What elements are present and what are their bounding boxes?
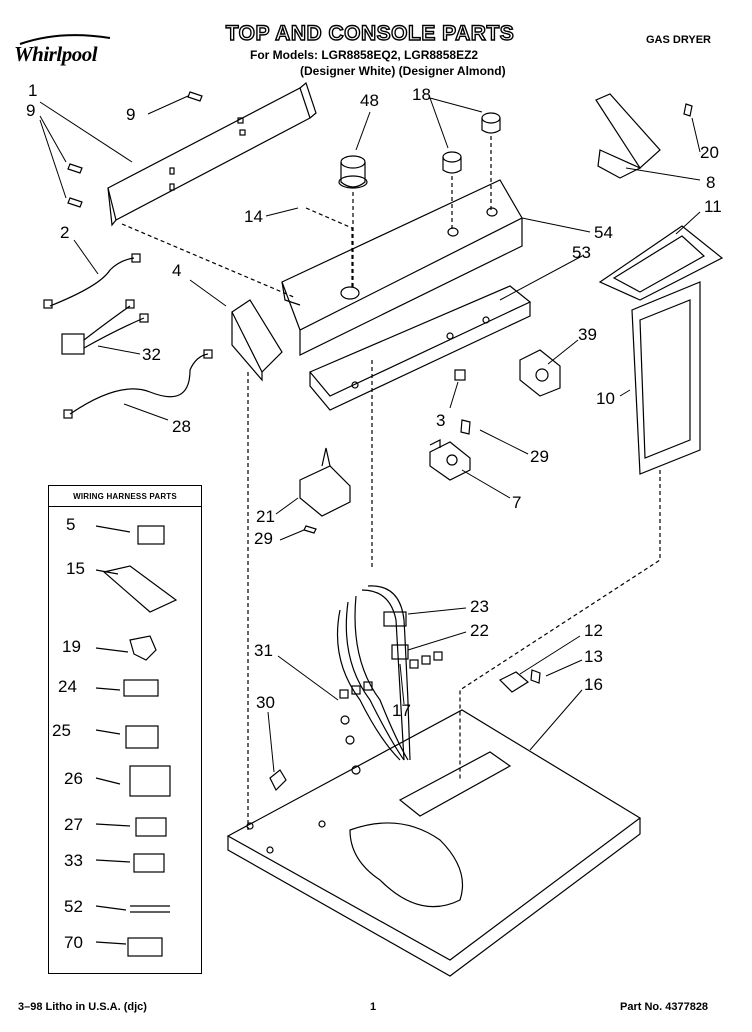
callout-11: 11: [704, 197, 722, 216]
callout-9b: 9: [126, 105, 136, 124]
legend-item-24-part: [123, 679, 159, 697]
end-cap-part: [231, 299, 283, 382]
connector-3-part: [454, 369, 466, 381]
dashed-leaders: [121, 136, 661, 830]
callout-leaders: [39, 95, 701, 773]
screw-part: [67, 91, 203, 208]
legend-label-24: 24: [58, 677, 77, 696]
knob-18-part: [442, 112, 501, 174]
callout-17: 17: [392, 701, 411, 720]
switch-7-part: [429, 439, 471, 481]
lint-duct-part: [598, 225, 724, 475]
callout-54: 54: [594, 223, 613, 242]
knob-48-part: [338, 155, 368, 189]
callout-39: 39: [578, 325, 597, 344]
callout-28: 28: [172, 417, 191, 436]
callout-20: 20: [700, 143, 719, 162]
models-line-2: (Designer White) (Designer Almond): [300, 64, 506, 78]
wire-2-part: [43, 253, 141, 309]
switch-21-part: [299, 447, 351, 517]
callout-1: 1: [28, 81, 38, 100]
callout-29a: 29: [530, 447, 549, 466]
logo-swoosh: [19, 34, 111, 45]
legend-harness-parts: [95, 525, 178, 957]
callout-8: 8: [706, 173, 716, 192]
legend-title: WIRING HARNESS PARTS: [73, 492, 177, 501]
footer-page-number: 1: [370, 1001, 377, 1013]
clip-30-part: [269, 769, 287, 792]
callout-2: 2: [60, 223, 70, 242]
legend-item-27-part: [135, 817, 167, 837]
diagram-title: TOP AND CONSOLE PARTS: [225, 21, 515, 45]
legend-label-15: 15: [66, 559, 85, 578]
screw-29-part: [303, 419, 471, 534]
right-bracket-part: [595, 93, 693, 179]
legend-label-26: 26: [64, 769, 83, 788]
rear-bracket-part: [107, 81, 317, 227]
switch-39-part: [519, 349, 561, 397]
legend-item-33-part: [133, 853, 165, 873]
legend-label-52: 52: [64, 897, 83, 916]
callout-29b: 29: [254, 529, 273, 548]
legend-item-19-part: [129, 635, 157, 661]
mounting-channel-part: [309, 285, 532, 411]
bracket-12-part: [498, 669, 541, 693]
legend-item-25-part: [125, 725, 159, 749]
footer-part-number: Part No. 4377828: [620, 1001, 709, 1013]
legend-item-26-part: [129, 765, 171, 797]
callout-32: 32: [142, 345, 161, 364]
callout-12: 12: [584, 621, 603, 640]
callout-14: 14: [244, 207, 263, 226]
callout-22: 22: [470, 621, 489, 640]
callout-7: 7: [512, 493, 522, 512]
callout-18: 18: [412, 85, 431, 104]
callout-23: 23: [470, 597, 489, 616]
callout-30: 30: [256, 693, 275, 712]
models-line-1: For Models: LGR8858EQ2, LGR8858EZ2: [250, 48, 479, 62]
wiring-harness-part: [336, 585, 443, 775]
legend-label-5: 5: [66, 515, 76, 534]
wire-28-part: [63, 349, 213, 419]
callout-13: 13: [584, 647, 603, 666]
legend-label-33: 33: [64, 851, 83, 870]
top-panel-part: [226, 709, 642, 977]
callout-4: 4: [172, 261, 182, 280]
callout-31: 31: [254, 641, 273, 660]
legend-item-15-part: [102, 565, 178, 613]
callout-9a: 9: [26, 101, 36, 120]
appliance-category: GAS DRYER: [646, 34, 711, 46]
legend-label-27: 27: [64, 815, 83, 834]
legend-label-25: 25: [52, 721, 71, 740]
console-panel-part: [281, 179, 523, 356]
callout-53: 53: [572, 243, 591, 262]
legend-item-52-part: [130, 905, 170, 913]
whirlpool-logo: Whirlpool: [14, 42, 98, 66]
legend-item-70-part: [127, 937, 163, 957]
callout-3: 3: [436, 411, 446, 430]
legend-label-70: 70: [64, 933, 83, 952]
wiring-harness-legend: WIRING HARNESS PARTS: [48, 485, 202, 974]
legend-item-5-part: [137, 525, 165, 545]
callout-21: 21: [256, 507, 275, 526]
callout-16: 16: [584, 675, 603, 694]
callout-10: 10: [596, 389, 615, 408]
legend-divider: [49, 506, 201, 507]
callout-48: 48: [360, 91, 379, 110]
legend-label-19: 19: [62, 637, 81, 656]
wire-32-part: [61, 299, 149, 355]
footer-litho: 3–98 Litho in U.S.A. (djc): [18, 1001, 147, 1013]
